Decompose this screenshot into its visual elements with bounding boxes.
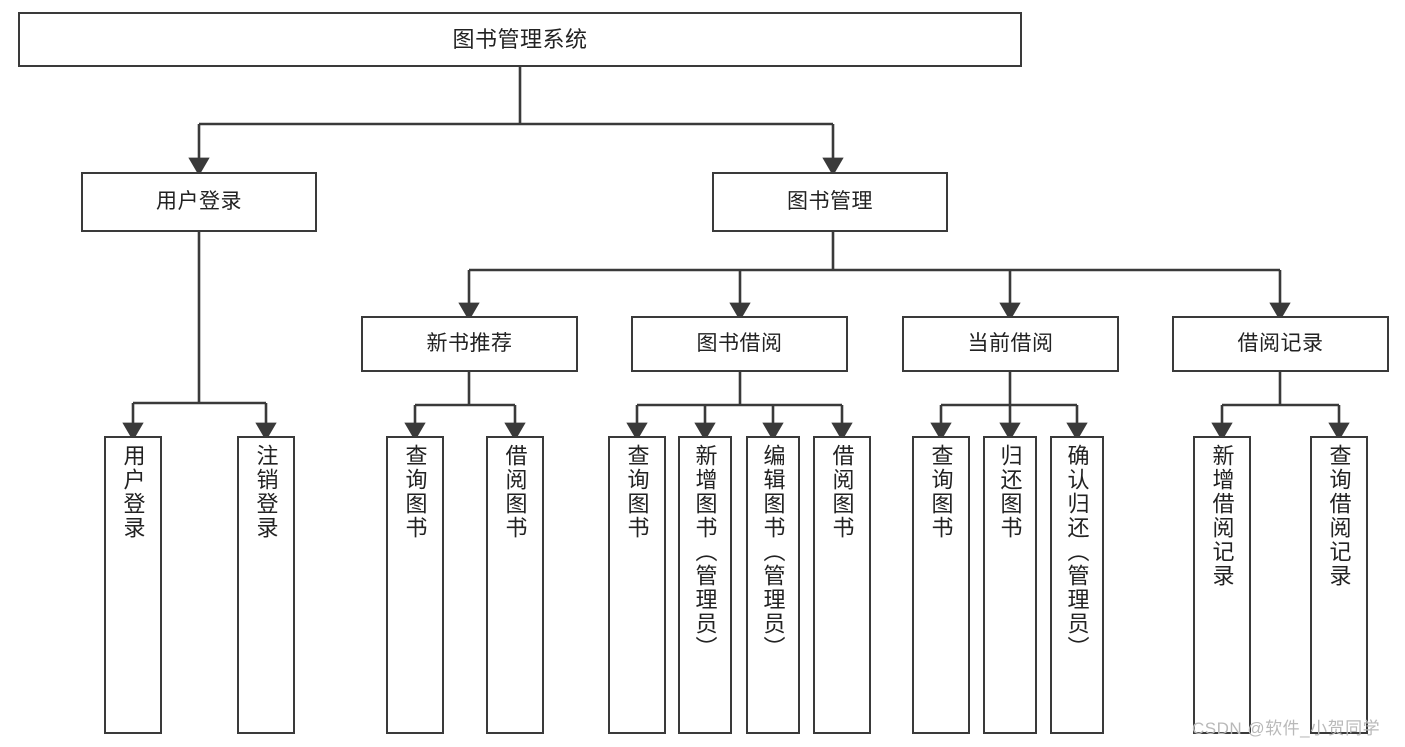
node-label: 查询借阅记录 bbox=[1326, 444, 1352, 588]
node-label: 图书管理系统 bbox=[452, 26, 588, 52]
leaf-user-login[interactable]: 用户登录 bbox=[104, 436, 162, 734]
node-label: 确认归还（管理员） bbox=[1064, 444, 1090, 660]
node-label: 图书借阅 bbox=[696, 331, 783, 355]
node-label: 用户登录 bbox=[120, 444, 146, 540]
node-label: 新书推荐 bbox=[426, 331, 513, 355]
leaf-confirm-return-admin[interactable]: 确认归还（管理员） bbox=[1050, 436, 1104, 734]
leaf-edit-book-admin[interactable]: 编辑图书（管理员） bbox=[746, 436, 800, 734]
node-user-login[interactable]: 用户登录 bbox=[81, 172, 317, 232]
node-root-book-management-system[interactable]: 图书管理系统 bbox=[18, 12, 1022, 67]
node-borrow-record[interactable]: 借阅记录 bbox=[1172, 316, 1389, 372]
leaf-query-book-newbook[interactable]: 查询图书 bbox=[386, 436, 444, 734]
leaf-add-book-admin[interactable]: 新增图书（管理员） bbox=[678, 436, 732, 734]
node-label: 查询图书 bbox=[402, 444, 428, 540]
node-label: 借阅记录 bbox=[1237, 331, 1324, 355]
node-label: 新增借阅记录 bbox=[1209, 444, 1235, 588]
node-current-borrow[interactable]: 当前借阅 bbox=[902, 316, 1119, 372]
leaf-borrow-book-newbook[interactable]: 借阅图书 bbox=[486, 436, 544, 734]
leaf-query-book-borrow[interactable]: 查询图书 bbox=[608, 436, 666, 734]
node-label: 归还图书 bbox=[997, 444, 1023, 540]
leaf-add-borrow-record[interactable]: 新增借阅记录 bbox=[1193, 436, 1251, 734]
node-new-book-recommend[interactable]: 新书推荐 bbox=[361, 316, 578, 372]
leaf-return-book[interactable]: 归还图书 bbox=[983, 436, 1037, 734]
node-label: 查询图书 bbox=[928, 444, 954, 540]
leaf-borrow-book[interactable]: 借阅图书 bbox=[813, 436, 871, 734]
node-label: 编辑图书（管理员） bbox=[760, 444, 786, 660]
node-label: 借阅图书 bbox=[829, 444, 855, 540]
node-label: 图书管理 bbox=[787, 189, 873, 213]
leaf-logout[interactable]: 注销登录 bbox=[237, 436, 295, 734]
node-label: 当前借阅 bbox=[967, 331, 1054, 355]
csdn-watermark: CSDN @软件_小贺同学 bbox=[1192, 719, 1381, 738]
node-label: 查询图书 bbox=[624, 444, 650, 540]
node-label: 新增图书（管理员） bbox=[692, 444, 718, 660]
node-book-management[interactable]: 图书管理 bbox=[712, 172, 948, 232]
leaf-query-book-current[interactable]: 查询图书 bbox=[912, 436, 970, 734]
node-label: 用户登录 bbox=[156, 189, 242, 213]
node-label: 借阅图书 bbox=[502, 444, 528, 540]
leaf-query-borrow-record[interactable]: 查询借阅记录 bbox=[1310, 436, 1368, 734]
node-label: 注销登录 bbox=[253, 444, 279, 540]
node-book-borrow[interactable]: 图书借阅 bbox=[631, 316, 848, 372]
